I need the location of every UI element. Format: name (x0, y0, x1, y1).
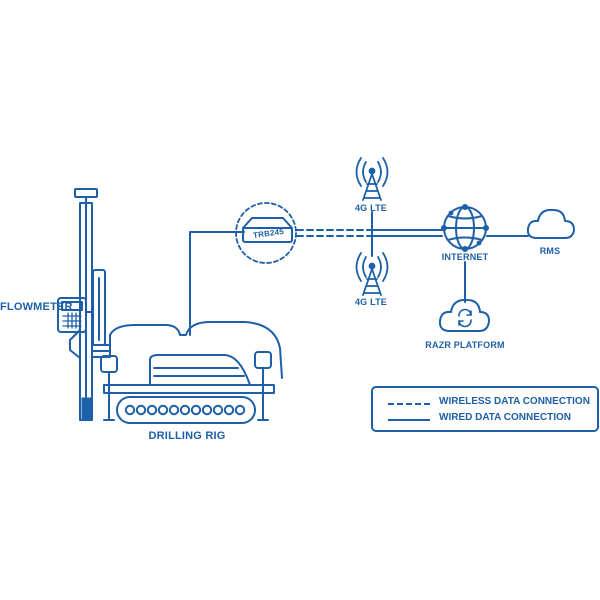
cloud-icon-rms (526, 208, 575, 239)
legend-wired-label: WIRED DATA CONNECTION (439, 412, 572, 423)
wired-link-rig-router (189, 231, 245, 336)
legend: WIRELESS DATA CONNECTION WIRED DATA CONN… (371, 386, 599, 432)
router-highlight-circle (235, 202, 297, 264)
globe-network-icon (441, 204, 489, 252)
cell-tower-icon-bottom (355, 252, 389, 296)
wired-link-towers-internet (371, 229, 443, 237)
legend-wireless-label: WIRELESS DATA CONNECTION (439, 396, 590, 407)
internet-label: INTERNET (441, 252, 489, 262)
dashed-line-swatch (388, 403, 430, 405)
tower-top-label: 4G LTE (354, 203, 388, 213)
router-icon (242, 217, 293, 243)
wireless-link-router-towers (296, 229, 373, 237)
legend-item-wired: WIRED DATA CONNECTION (373, 412, 597, 426)
tower-bottom-label: 4G LTE (354, 297, 388, 307)
solid-line-swatch (388, 419, 430, 421)
flowmeter-label: FLOWMETER (0, 301, 73, 313)
rms-label: RMS (539, 246, 561, 256)
drilling-rig-label: DRILLING RIG (148, 430, 226, 442)
flowmeter-device-icon (57, 297, 94, 333)
razr-platform-label: RAZR PLATFORM (425, 340, 505, 350)
drilling-rig-icon (69, 188, 283, 424)
legend-item-wireless: WIRELESS DATA CONNECTION (373, 396, 597, 410)
cell-tower-icon-top (355, 157, 389, 201)
cloud-icon-razr (438, 298, 490, 332)
sync-icon (458, 308, 472, 328)
